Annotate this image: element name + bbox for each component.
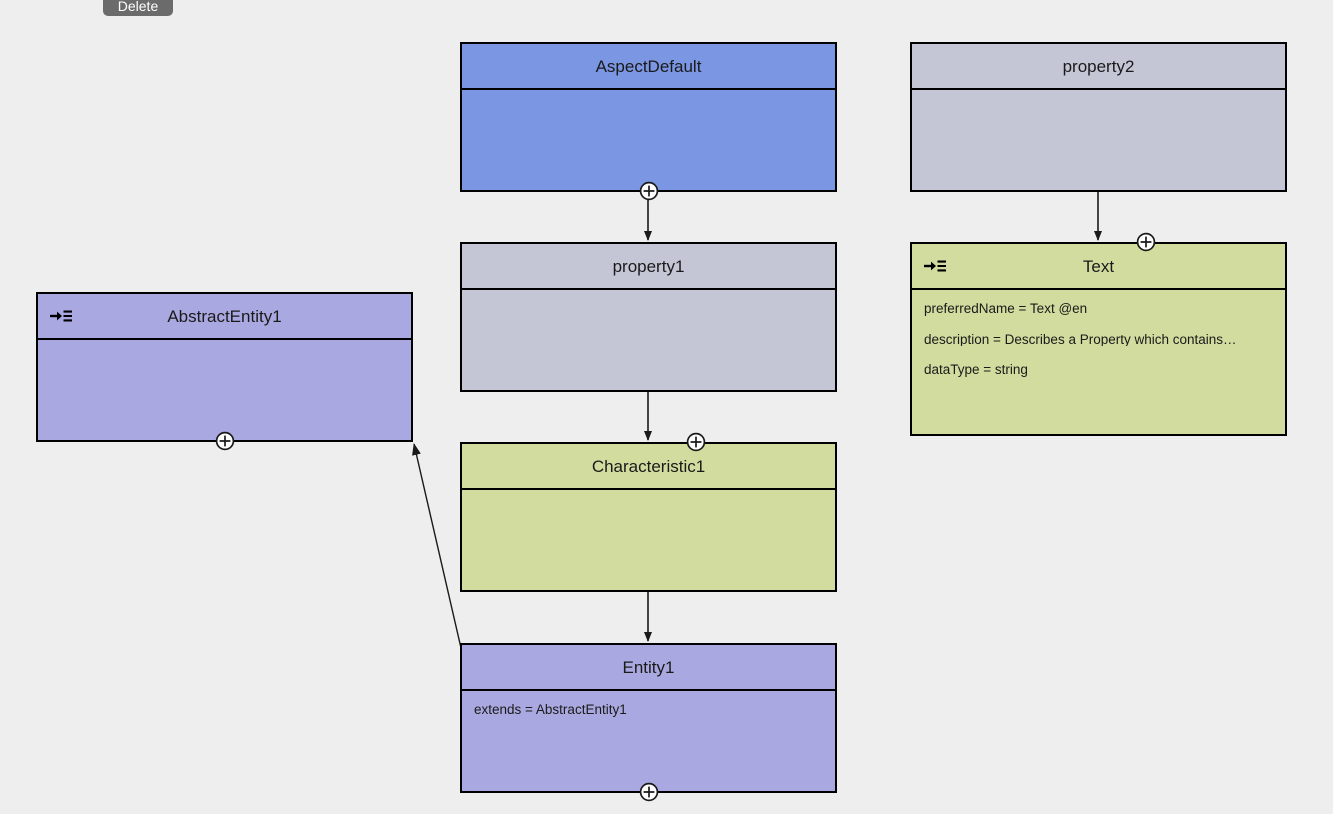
shape-header: AspectDefault (462, 44, 835, 90)
shape-text[interactable]: Text preferredName = Text @en descriptio… (910, 242, 1287, 436)
plus-circle-icon[interactable] (1136, 232, 1156, 252)
shape-header: AbstractEntity1 (38, 294, 411, 340)
shape-header: property1 (462, 244, 835, 290)
shape-title: Characteristic1 (591, 456, 706, 476)
plus-circle-icon[interactable] (686, 432, 706, 452)
delete-button[interactable]: Delete (103, 0, 173, 16)
shape-title: Entity1 (622, 657, 675, 677)
shape-abstract-entity1[interactable]: AbstractEntity1 (36, 292, 413, 451)
shape-entity1[interactable]: Entity1 extends = AbstractEntity1 (460, 643, 837, 802)
shape-header: Entity1 (462, 645, 835, 691)
shape-header: Text (912, 244, 1285, 290)
shape-aspect-default[interactable]: AspectDefault (460, 42, 837, 201)
arrow-list-icon (50, 310, 72, 322)
shape-body (462, 90, 835, 190)
shape-body (912, 90, 1285, 190)
shape-characteristic1[interactable]: Characteristic1 (460, 442, 837, 592)
plus-circle-icon[interactable] (639, 181, 659, 201)
shape-property-row: preferredName = Text @en (924, 302, 1088, 316)
shape-property2[interactable]: property2 (910, 42, 1287, 192)
shape-property-row: description = Describes a Property which… (924, 332, 1237, 346)
shape-body: extends = AbstractEntity1 (462, 691, 835, 791)
shape-body: preferredName = Text @en description = D… (912, 290, 1285, 434)
shape-header: Characteristic1 (462, 444, 835, 490)
shape-body (462, 290, 835, 390)
arrow-list-icon (924, 260, 946, 272)
shape-body (462, 490, 835, 590)
shape-title: property2 (1062, 56, 1135, 76)
edge-entity1-abstractentity1 (412, 443, 462, 649)
shape-property-row: extends = AbstractEntity1 (474, 703, 627, 717)
shape-body (38, 340, 411, 440)
shape-property-row: dataType = string (924, 363, 1028, 377)
shape-header: property2 (912, 44, 1285, 90)
shape-property1[interactable]: property1 (460, 242, 837, 392)
shape-title: Text (1082, 256, 1115, 276)
shape-title: AspectDefault (595, 56, 702, 76)
shape-title: AbstractEntity1 (167, 306, 282, 326)
shape-title: property1 (612, 256, 685, 276)
plus-circle-icon[interactable] (639, 782, 659, 802)
plus-circle-icon[interactable] (215, 431, 235, 451)
